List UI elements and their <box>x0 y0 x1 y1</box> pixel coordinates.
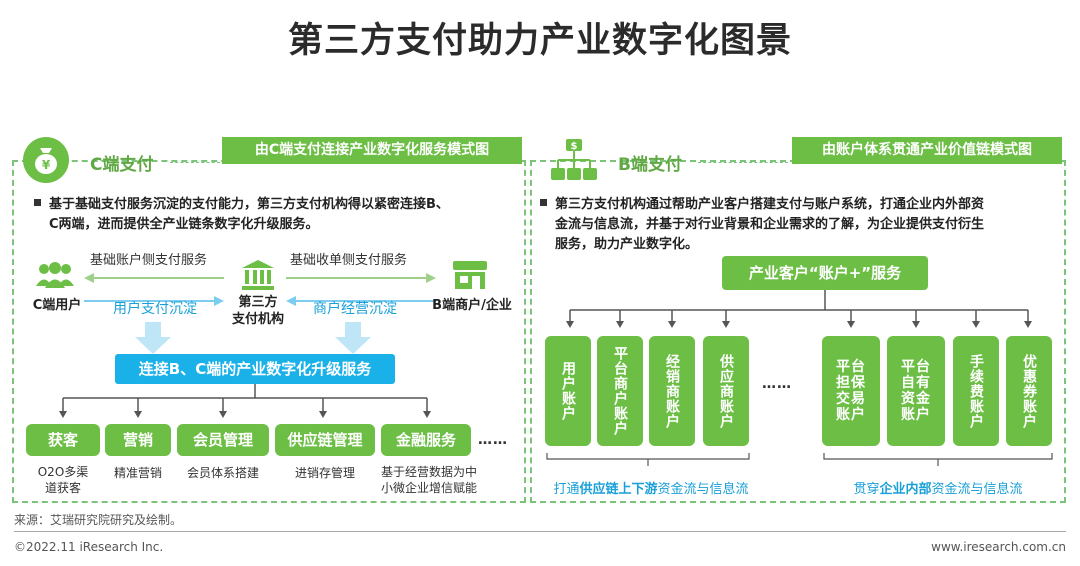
service-box-supply: 供应链管理 <box>275 424 375 456</box>
account-label: 优惠券账户 <box>1021 353 1037 429</box>
caption-text: 资金流与信息流 <box>657 482 749 497</box>
footer-divider <box>14 531 1066 532</box>
service-desc-line: 基于经营数据为中 <box>380 465 477 479</box>
account-box-own-funds: 平台自有资金账户 <box>887 336 945 446</box>
source-note: 来源：艾瑞研究院研究及绘制。 <box>14 513 183 527</box>
copyright: ©2022.11 iResearch Inc. <box>14 540 164 554</box>
caption-text: 资金流与信息流 <box>931 482 1023 497</box>
section-divider <box>698 162 788 163</box>
node-third-party-line: 第三方 <box>238 295 278 310</box>
website-link[interactable]: www.iresearch.com.cn <box>931 540 1066 554</box>
section-title-c: C端支付 <box>90 155 154 175</box>
top-right-label: 基础收单侧支付服务 <box>290 253 408 268</box>
service-desc: O2O多渠 道获客 <box>22 464 104 496</box>
node-b-merchant: B端商户/企业 <box>432 298 512 313</box>
account-plus-service-box: 产业客户“账户+”服务 <box>722 256 928 290</box>
bullet-line: C两端，进而提供全产业链条数字化升级服务。 <box>49 217 319 232</box>
store-icon <box>452 260 488 290</box>
bracket-right <box>822 452 1054 466</box>
account-box-platform-merchant: 平台商户账户 <box>597 336 643 446</box>
bullet-line: 基于基础支付服务沉淀的支付能力，第三方支付机构得以紧密连接B、 <box>49 197 449 212</box>
section-divider <box>170 162 220 163</box>
svg-text:¥: ¥ <box>42 158 51 172</box>
service-desc: 进销存管理 <box>294 466 355 480</box>
caption-bold: 供应链上下游 <box>579 482 658 497</box>
users-icon <box>35 262 75 288</box>
tree-connector-left <box>55 384 435 420</box>
account-label: 平台商户账户 <box>612 346 628 436</box>
service-desc: 精准营销 <box>113 466 162 480</box>
org-chart-icon: $ <box>550 138 598 184</box>
service-desc-line: 小微企业增信赋能 <box>380 481 477 495</box>
account-box-user: 用户账户 <box>545 336 591 446</box>
page-title: 第三方支付助力产业数字化图景 <box>287 21 792 61</box>
node-c-user: C端用户 <box>32 298 82 313</box>
ellipsis-right: …… <box>762 376 792 392</box>
service-desc: 会员体系搭建 <box>186 466 259 480</box>
bullet-line: 第三方支付机构通过帮助产业客户搭建支付与账户系统，打通企业内外部资 <box>555 197 985 212</box>
caption-bold: 企业内部 <box>879 482 932 497</box>
account-box-distributor: 经销商账户 <box>649 336 695 446</box>
account-box-supplier: 供应商账户 <box>703 336 749 446</box>
caption-text: 打通 <box>553 482 580 497</box>
caption-supply-chain: 打通供应链上下游资金流与信息流 <box>533 478 769 497</box>
bullet-line: 服务，助力产业数字化。 <box>555 237 699 252</box>
down-arrow-left <box>135 322 171 354</box>
account-label: 经销商账户 <box>664 353 680 429</box>
service-desc-line: 道获客 <box>44 481 81 495</box>
caption-enterprise: 贯穿企业内部资金流与信息流 <box>822 478 1054 497</box>
top-left-label: 基础账户侧支付服务 <box>90 253 208 268</box>
tag-left: 由C端支付连接产业数字化服务模式图 <box>222 137 522 164</box>
caption-text: 贯穿 <box>853 482 880 497</box>
account-box-coupon: 优惠券账户 <box>1006 336 1052 446</box>
bullet-right: 第三方支付机构通过帮助产业客户搭建支付与账户系统，打通企业内外部资 金流与信息流… <box>540 195 1060 255</box>
account-label: 供应商账户 <box>718 353 734 429</box>
down-arrow-right <box>335 322 371 354</box>
account-label: 用户账户 <box>560 361 576 421</box>
bullet-left: 基于基础支付服务沉淀的支付能力，第三方支付机构得以紧密连接B、 C两端，进而提供… <box>34 195 519 235</box>
section-title-b: B端支付 <box>618 155 682 175</box>
ellipsis-left: …… <box>478 432 508 448</box>
service-desc-line: O2O多渠 <box>37 465 89 479</box>
bottom-right-label: 商户经营沉淀 <box>313 301 397 317</box>
bullet-square <box>34 199 41 206</box>
bank-icon <box>240 259 276 291</box>
service-desc: 基于经营数据为中 小微企业增信赋能 <box>364 464 494 496</box>
account-label: 平台担保交易账户 <box>836 359 866 423</box>
tag-right: 由账户体系贯通产业价值链模式图 <box>792 137 1062 164</box>
node-third-party-line: 支付机构 <box>231 312 284 327</box>
account-label: 手续费账户 <box>968 353 984 429</box>
account-label: 平台自有资金账户 <box>901 359 931 423</box>
bottom-left-label: 用户支付沉淀 <box>113 301 197 317</box>
arrow-green-right <box>286 268 436 283</box>
service-box-finance: 金融服务 <box>381 424 471 456</box>
svg-text:$: $ <box>571 141 578 152</box>
money-bag-icon: ¥ <box>22 136 70 184</box>
bullet-square <box>540 199 547 206</box>
arrow-green-left <box>84 268 224 283</box>
node-third-party: 第三方 支付机构 <box>220 294 296 328</box>
tree-connector-right <box>555 290 1045 330</box>
account-box-fee: 手续费账户 <box>953 336 999 446</box>
service-box-member: 会员管理 <box>177 424 269 456</box>
service-box-acquire: 获客 <box>26 424 100 456</box>
bullet-line: 金流与信息流，并基于对行业背景和企业需求的了解，为企业提供支付衍生 <box>555 217 985 232</box>
arrow-blue-left <box>84 291 224 306</box>
bracket-left <box>545 452 751 466</box>
service-box-marketing: 营销 <box>105 424 171 456</box>
arrow-blue-right <box>286 291 436 306</box>
connect-service-box: 连接B、C端的产业数字化升级服务 <box>115 354 395 384</box>
account-box-escrow: 平台担保交易账户 <box>822 336 880 446</box>
